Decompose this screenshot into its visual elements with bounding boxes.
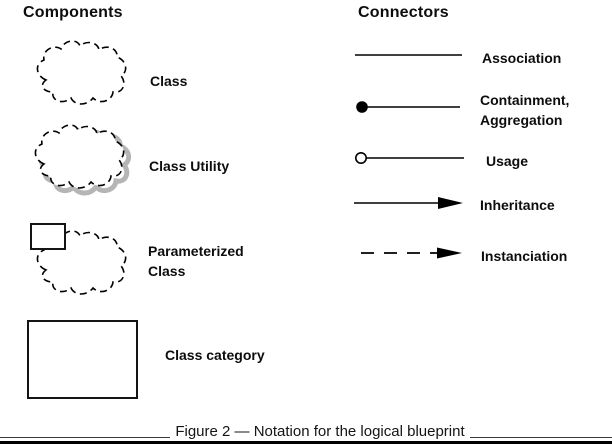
instanciation-arrow-symbol — [361, 247, 462, 259]
filled-circle-end — [356, 101, 368, 113]
component-label-class-category: Class category — [165, 347, 265, 363]
parameter-box — [30, 223, 66, 250]
component-label-parameterized-class: Parameterized Class — [148, 243, 244, 279]
connector-label-association: Association — [482, 50, 562, 66]
containment-connector-symbol — [356, 101, 460, 113]
open-circle-end — [355, 152, 367, 164]
bottom-rule — [0, 441, 612, 444]
connectors-title: Connectors — [358, 4, 449, 21]
figure-caption-row: Figure 2 — Notation for the logical blue… — [28, 423, 612, 441]
class-cloud-shape — [36, 40, 127, 105]
class-category-rect — [27, 320, 138, 399]
connector-label-instanciation: Instanciation — [481, 248, 568, 264]
components-title: Components — [23, 4, 123, 21]
component-label-class: Class — [150, 73, 188, 89]
solid-arrowhead — [437, 247, 462, 259]
connector-label-containment: Containment, Aggregation — [480, 92, 570, 128]
inheritance-arrow-symbol — [354, 197, 463, 209]
usage-connector-symbol — [355, 152, 464, 164]
solid-arrowhead — [438, 197, 463, 209]
connector-label-usage: Usage — [486, 153, 529, 169]
component-label-class-utility: Class Utility — [149, 158, 230, 174]
association-line-symbol — [355, 54, 462, 56]
connector-label-inheritance: Inheritance — [480, 197, 555, 213]
figure-caption: Figure 2 — Notation for the logical blue… — [170, 423, 470, 440]
class-utility-cloud-shape — [34, 124, 138, 204]
